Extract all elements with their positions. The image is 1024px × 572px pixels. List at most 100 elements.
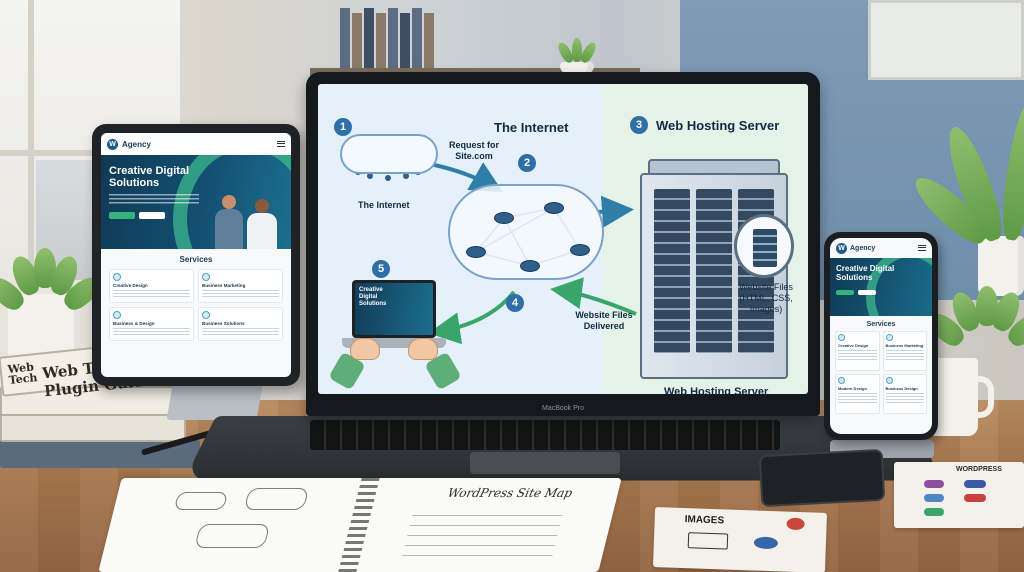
server-heading: Web Hosting Server xyxy=(656,118,780,133)
router-icon xyxy=(520,260,540,272)
service-icon xyxy=(202,311,210,319)
card-right-text: WORDPRESS xyxy=(956,466,1002,473)
hero-people-image xyxy=(211,179,283,249)
hero-button[interactable] xyxy=(836,290,854,295)
server-caption: Web Hosting Server xyxy=(664,386,769,394)
router-icon xyxy=(466,246,486,258)
tablet-brand[interactable]: Agency xyxy=(122,139,151,149)
plugin-logo-icon xyxy=(924,508,944,516)
service-icon xyxy=(838,377,845,384)
sketch-box xyxy=(173,492,229,510)
user-hand xyxy=(408,338,438,360)
dark-phone xyxy=(758,448,886,508)
tablet-screen: W Agency Creative Digital Solutions Serv… xyxy=(101,133,291,377)
user-laptop: Creative Digital Solutions xyxy=(328,280,462,391)
bird-icon xyxy=(753,536,779,550)
service-card[interactable]: Creative Design xyxy=(109,269,194,303)
server-rack xyxy=(696,189,732,353)
service-title: Business & Design xyxy=(113,321,155,326)
notebook-spiral xyxy=(338,478,380,572)
tablet: W Agency Creative Digital Solutions Serv… xyxy=(92,124,300,386)
router-icon xyxy=(570,244,590,256)
image-icon xyxy=(687,532,729,550)
cloud-to-server-arrow xyxy=(597,195,634,228)
sketch-box xyxy=(194,524,271,548)
to-user-arrow xyxy=(428,290,516,345)
service-card[interactable]: Business Marketing xyxy=(882,331,927,371)
service-title: Creative Design xyxy=(113,283,148,288)
plugin-logo-icon xyxy=(924,480,944,488)
tablet-hero-subtitle xyxy=(109,194,199,204)
shelf-books xyxy=(340,8,450,69)
images-card: IMAGES xyxy=(653,507,827,572)
brand-icon xyxy=(786,517,805,531)
sketch-box xyxy=(243,488,310,510)
server-zoom-icon xyxy=(734,214,794,278)
tablet-services-title: Services xyxy=(179,255,213,264)
plugin-logo-icon xyxy=(924,494,944,502)
mini-site-title: Creative Digital Solutions xyxy=(359,287,387,307)
service-card[interactable]: Creative Design xyxy=(835,331,880,371)
service-icon xyxy=(885,334,893,341)
plugin-logo-icon xyxy=(964,494,986,502)
service-title: Business Marketing xyxy=(885,343,924,348)
user-hand xyxy=(350,338,380,360)
service-card[interactable]: Business & Design xyxy=(109,307,194,341)
laptop-brand: MacBook Pro xyxy=(541,405,585,412)
laptop-trackpad[interactable] xyxy=(470,452,620,474)
book-middle xyxy=(0,414,186,442)
tablet-hero-title: Creative Digital Solutions xyxy=(109,165,190,189)
service-card[interactable]: Business Marketing xyxy=(198,269,283,303)
service-title: Modern Design xyxy=(838,386,867,391)
internet-cloud-small xyxy=(340,134,438,174)
request-label: Request for Site.com xyxy=(448,140,499,161)
step-3-badge: 3 xyxy=(630,116,648,134)
wordpress-logo-icon: W xyxy=(107,138,118,150)
phone-services-title: Services xyxy=(866,321,896,328)
service-title: Business Marketing xyxy=(202,283,246,288)
wordpress-card: WORDPRESS xyxy=(894,462,1024,528)
tablet-hero: Creative Digital Solutions xyxy=(101,155,291,249)
hero-secondary-button[interactable] xyxy=(139,212,165,219)
step-1-badge: 1 xyxy=(334,118,352,136)
plugin-logo-icon xyxy=(964,480,986,488)
service-icon xyxy=(202,273,210,281)
phone-hero-title: Creative Digital Solutions xyxy=(836,264,895,282)
smartphone: W Agency Creative Digital Solutions Serv… xyxy=(824,232,938,440)
service-title: Creative Design xyxy=(838,343,869,348)
service-icon xyxy=(838,334,845,341)
step-2-badge: 2 xyxy=(518,154,536,172)
laptop-screen: 1 2 3 4 5 The Internet Web Hosting Serve… xyxy=(318,84,808,394)
service-card[interactable]: Business Design xyxy=(882,374,927,414)
tablet-navbar: W Agency xyxy=(101,133,291,155)
card-left-text: IMAGES xyxy=(684,514,725,527)
website-files-label: Website Files (HTML, CSS, Images) xyxy=(739,282,793,314)
tablet-services-section: Services Creative Design Business Market… xyxy=(101,249,291,347)
service-icon xyxy=(113,311,121,319)
phone-hero: Creative Digital Solutions xyxy=(830,258,932,316)
menu-icon[interactable] xyxy=(277,141,285,147)
internet-heading: The Internet xyxy=(494,120,569,135)
laptop-keyboard[interactable] xyxy=(310,420,780,450)
files-delivered-label: Website Files Delivered xyxy=(575,310,633,331)
cloud-caption: The Internet xyxy=(358,200,410,210)
notebook-title: WordPress Site Map xyxy=(446,486,574,500)
server-rack xyxy=(654,189,690,353)
menu-icon[interactable] xyxy=(918,245,926,251)
service-title: Business Solutions xyxy=(202,321,245,326)
phone-brand[interactable]: Agency xyxy=(850,244,876,252)
service-title: Business Design xyxy=(885,386,918,391)
service-icon xyxy=(885,377,893,384)
phone-navbar: W Agency xyxy=(830,238,932,258)
service-icon xyxy=(113,273,121,281)
tablet-stand xyxy=(166,380,264,420)
step-4-badge: 4 xyxy=(506,294,524,312)
notebook-lines xyxy=(402,506,565,556)
hero-primary-button[interactable] xyxy=(109,212,135,219)
book-side-text: Web Tech xyxy=(7,360,39,387)
phone-screen: W Agency Creative Digital Solutions Serv… xyxy=(830,238,932,434)
service-card[interactable]: Modern Design xyxy=(835,374,880,414)
router-icon xyxy=(494,212,514,224)
hero-button-alt[interactable] xyxy=(858,290,876,295)
service-card[interactable]: Business Solutions xyxy=(198,307,283,341)
